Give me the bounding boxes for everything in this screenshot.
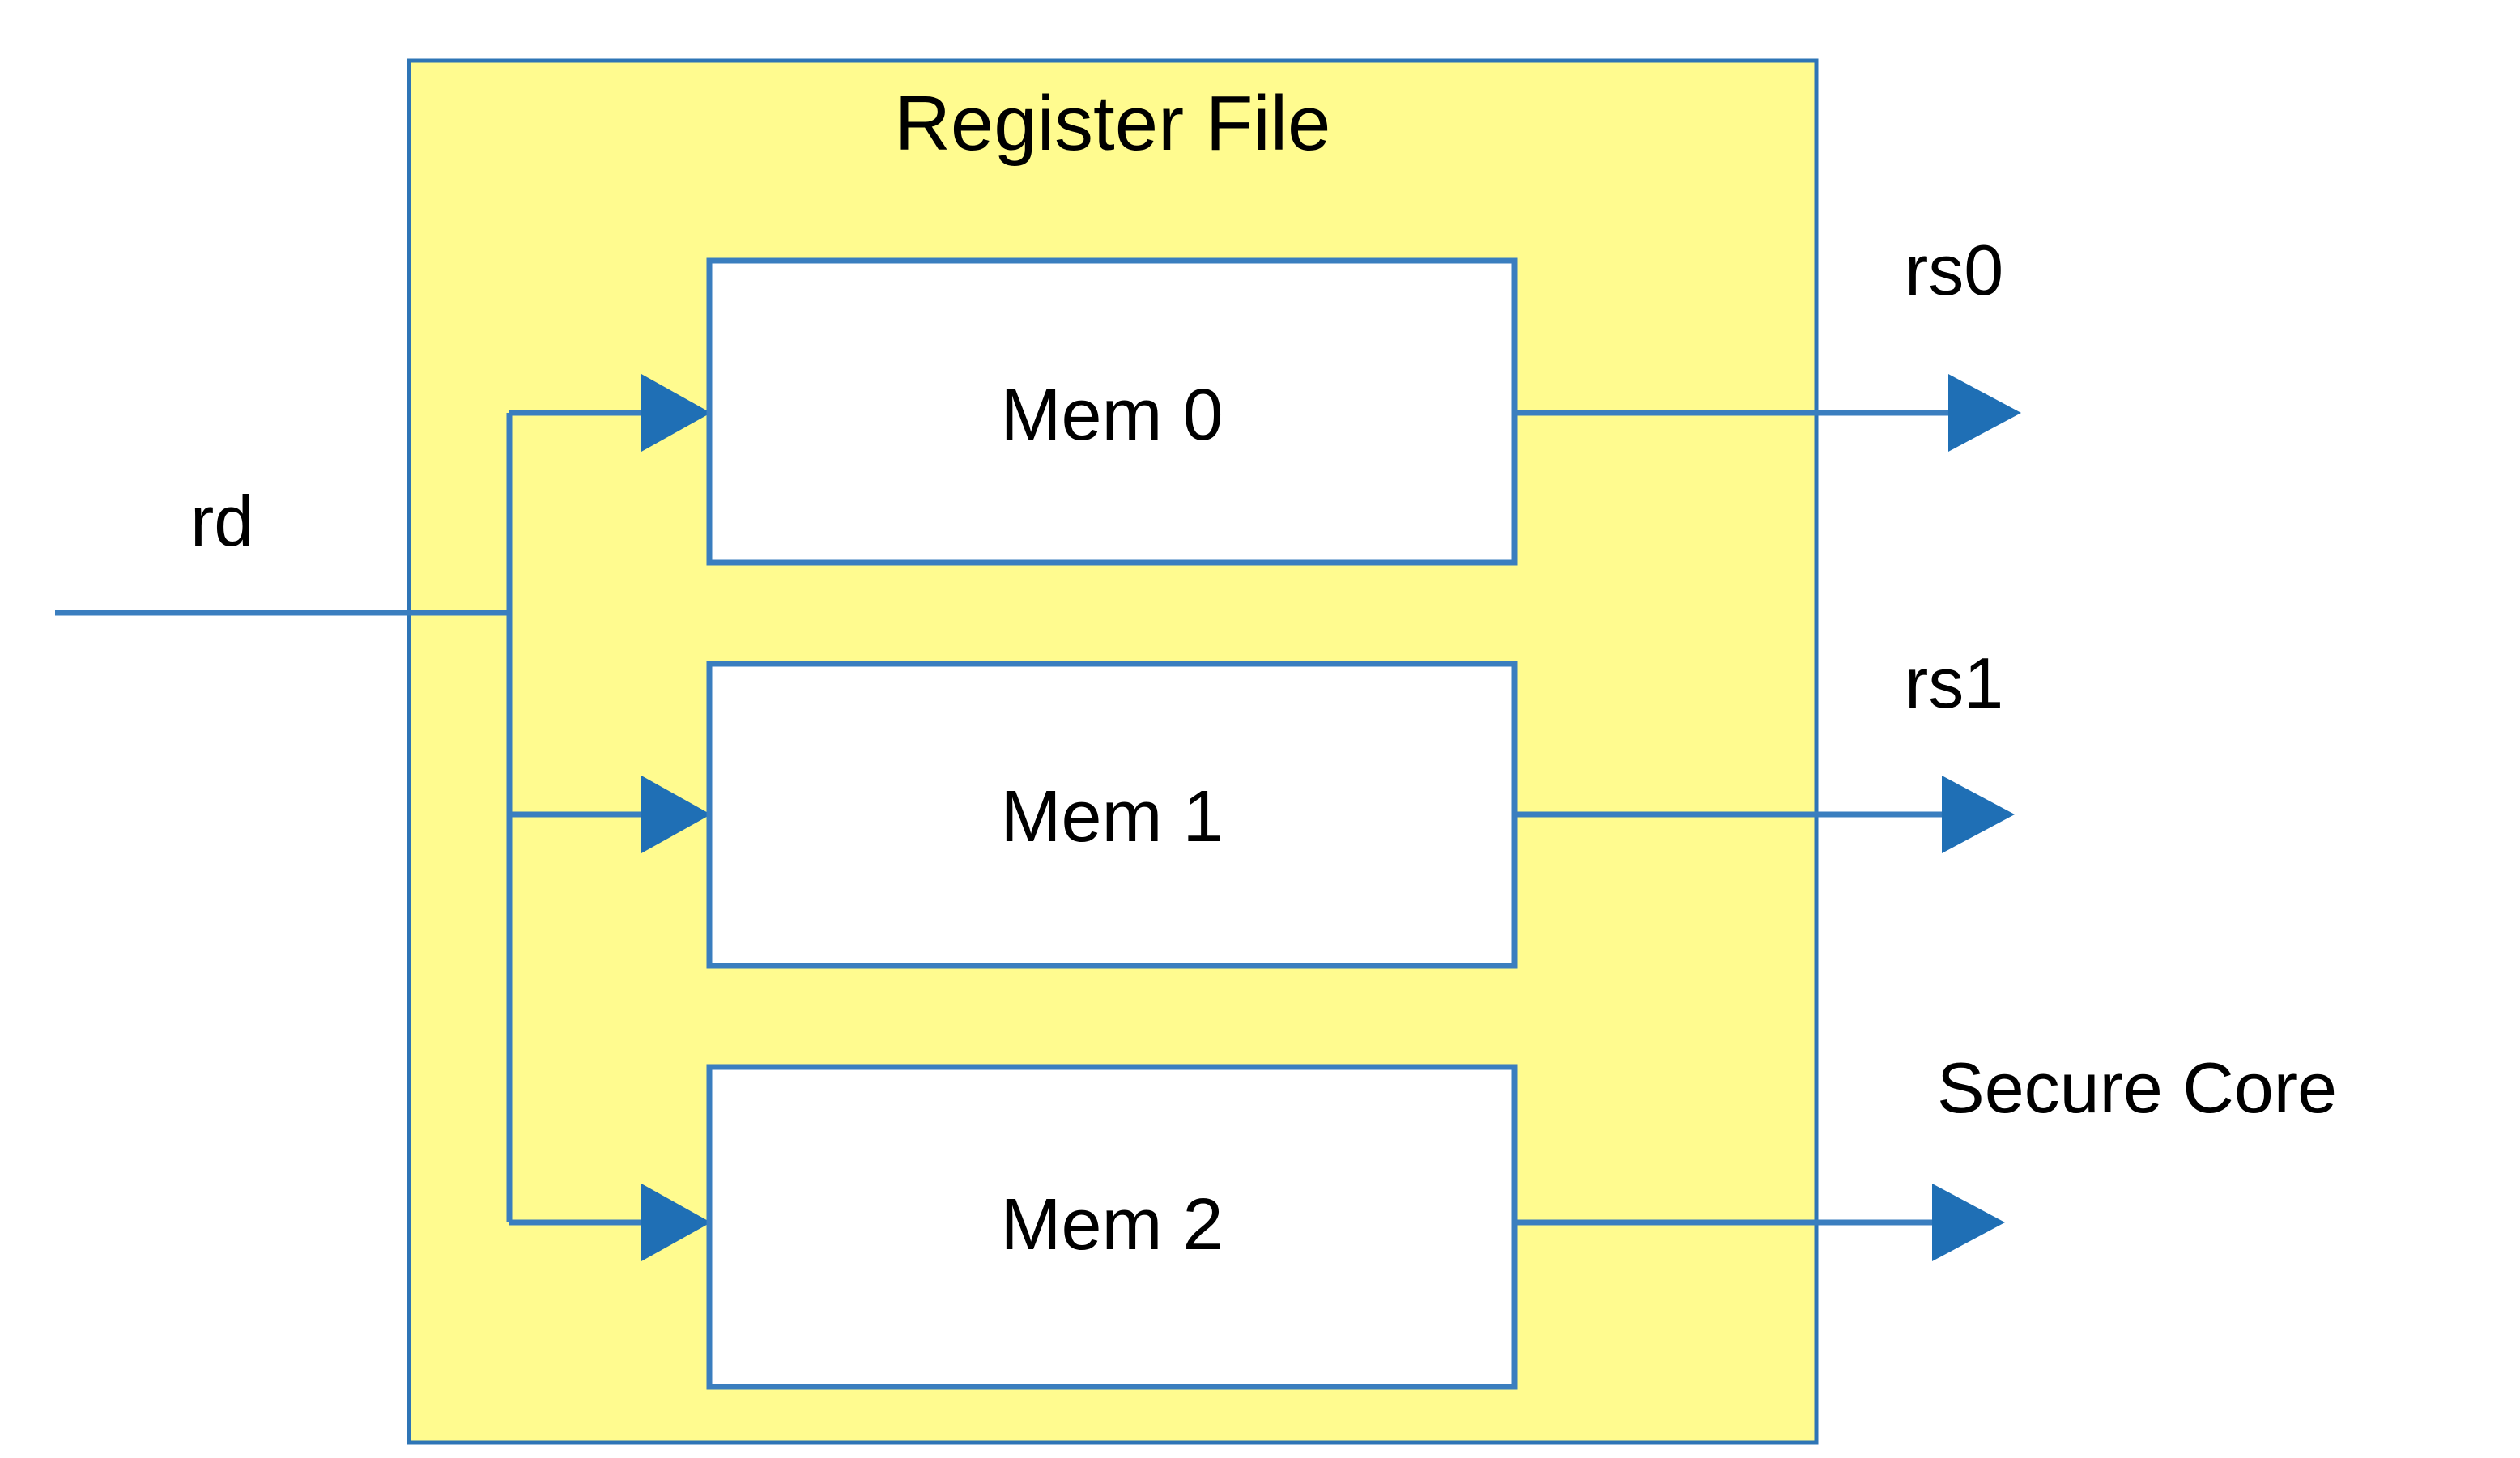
mem-block-2 bbox=[706, 1064, 1518, 1390]
arrowhead-rs1-output-icon bbox=[1942, 776, 2015, 853]
mem-block-2-label: Mem 2 bbox=[1000, 1184, 1224, 1265]
container-title: Register File bbox=[894, 80, 1331, 167]
output-port-label-rs1: rs1 bbox=[1905, 643, 2004, 723]
arrowhead-rs0-output-icon bbox=[1948, 374, 2021, 452]
arrowhead-mem2-input-icon bbox=[641, 1184, 711, 1261]
mem-block-1-label: Mem 1 bbox=[1000, 776, 1224, 857]
output-port-label-rs0: rs0 bbox=[1905, 230, 2004, 310]
input-port-label-rd: rd bbox=[190, 481, 254, 561]
arrowhead-mem1-input-icon bbox=[641, 776, 711, 853]
mem-block-0-label: Mem 0 bbox=[1000, 375, 1224, 456]
mem-block-0 bbox=[706, 257, 1518, 566]
arrowhead-mem0-input-icon bbox=[641, 374, 711, 452]
arrowhead-secure-core-output-icon bbox=[1932, 1184, 2005, 1261]
output-port-label-secure-core: Secure Core bbox=[1937, 1048, 2338, 1128]
